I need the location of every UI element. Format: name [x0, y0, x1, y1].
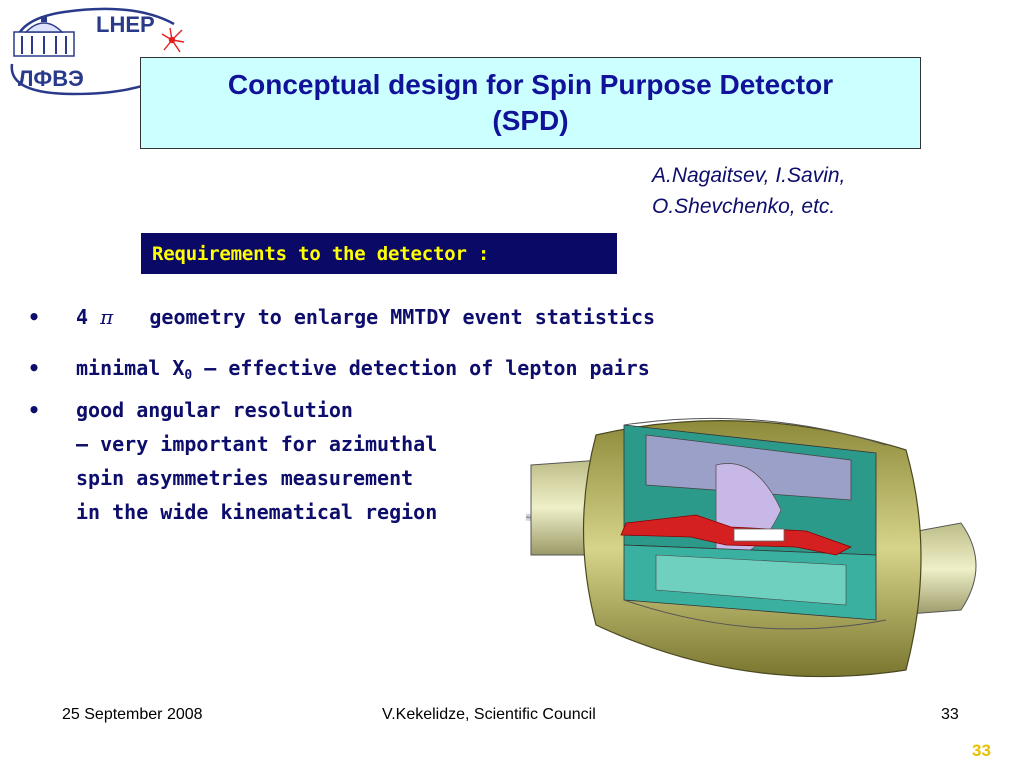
slide-title-line1: Conceptual design for Spin Purpose Detec… — [227, 69, 834, 100]
list-item: • 4 π geometry to enlarge MMTDY event st… — [28, 300, 788, 334]
bullet-text: geometry to enlarge MMTDY event statisti… — [149, 305, 656, 329]
slide-title-line2: (SPD) — [492, 105, 569, 136]
requirements-list: • 4 π geometry to enlarge MMTDY event st… — [28, 300, 788, 529]
bullet-marker: • — [28, 305, 41, 329]
bullet-text: minimal X — [76, 356, 185, 380]
bullet-text-line2: – very important for azimuthal — [76, 432, 438, 456]
authors-line2: O.Shevchenko, etc. — [652, 195, 836, 218]
title-box: Conceptual design for Spin Purpose Detec… — [140, 57, 921, 149]
logo-top-text: LHEP — [96, 12, 155, 37]
footer-slide-number: 33 — [941, 706, 959, 723]
detector-illustration — [525, 417, 977, 678]
bullet-text-cont: – effective detection of lepton pairs — [192, 356, 650, 380]
requirements-heading: Requirements to the detector : — [152, 242, 490, 265]
list-item: • good angular resolution – very importa… — [28, 393, 788, 529]
footer-author: V.Kekelidze, Scientific Council — [382, 706, 596, 723]
bullet-marker: • — [28, 398, 41, 422]
logo-bottom-text: ЛФВЭ — [18, 66, 84, 91]
bullet-marker: • — [28, 356, 41, 380]
lhep-logo: LHEP ЛФВЭ — [10, 7, 187, 96]
authors-line1: A.Nagaitsev, I.Savin, — [652, 164, 846, 187]
footer-date: 25 September 2008 — [62, 706, 203, 723]
list-item: • minimal X0 – effective detection of le… — [28, 351, 788, 393]
bullet-text-line3: spin asymmetries measurement — [76, 466, 414, 490]
bullet-prefix: 4 — [76, 305, 89, 329]
building-icon — [13, 16, 75, 57]
bullet-text-line4: in the wide kinematical region — [76, 500, 438, 524]
particle-burst-icon — [161, 27, 185, 53]
page-corner-number: 33 — [972, 741, 991, 760]
requirements-heading-box: Requirements to the detector : — [141, 233, 617, 274]
bullet-text-line1: good angular resolution — [76, 398, 353, 422]
authors: A.Nagaitsev, I.Savin, O.Shevchenko, etc. — [652, 160, 845, 222]
subscript: 0 — [184, 368, 193, 383]
pi-symbol: π — [100, 305, 114, 329]
